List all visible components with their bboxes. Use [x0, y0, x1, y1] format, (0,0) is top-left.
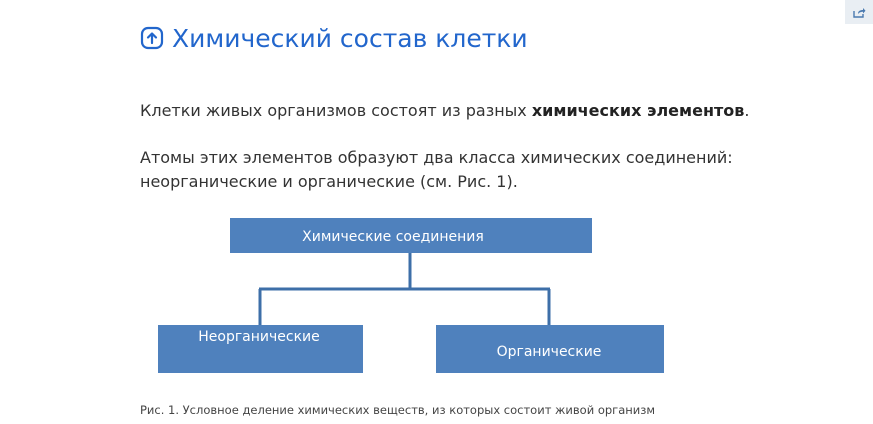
figure-caption: Рис. 1. Условное деление химических веще… — [140, 403, 656, 417]
share-icon — [852, 3, 866, 22]
box-inorganic-label: Неорганические — [198, 329, 320, 345]
paragraph-end: . — [744, 101, 750, 120]
bold-term-link[interactable]: химических элементов — [531, 101, 745, 120]
box-root — [230, 218, 592, 253]
box-root-label: Химические соединения — [302, 229, 484, 245]
box-organic-label: Органические — [497, 344, 602, 360]
diagram-connectors — [258, 253, 551, 325]
box-inorganic — [158, 325, 363, 373]
upload-arrow-icon — [140, 26, 164, 50]
page-title: Химический состав клетки — [140, 20, 528, 56]
share-button[interactable] — [845, 0, 873, 24]
paragraph-text: Клетки живых организмов состоят из разны… — [140, 101, 532, 120]
page-title-text: Химический состав клетки — [172, 23, 528, 53]
paragraph-elements: Клетки живых организмов состоят из разны… — [140, 99, 840, 123]
box-organic — [436, 325, 664, 373]
paragraph-compounds: Атомы этих элементов образуют два класса… — [140, 148, 733, 191]
